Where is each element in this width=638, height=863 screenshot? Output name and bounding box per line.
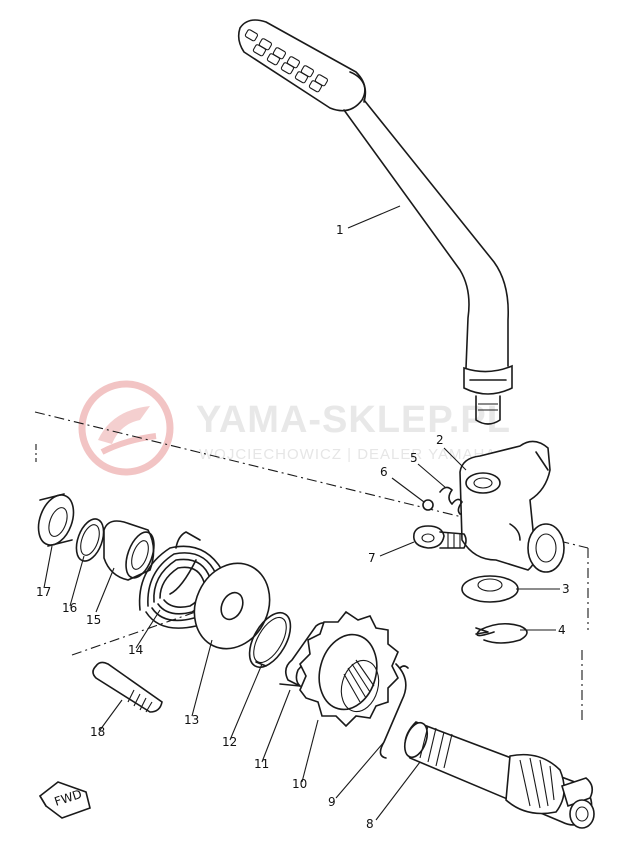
washer-16 (75, 518, 105, 562)
callout-4: 4 (558, 623, 566, 637)
fwd-arrow: FWD (38, 781, 91, 819)
circlip-12 (248, 612, 292, 668)
kick-axle-8 (403, 721, 595, 829)
circlip-4 (475, 622, 528, 644)
callout-6: 6 (380, 465, 388, 479)
ball-6 (422, 499, 434, 511)
pin-18 (92, 661, 163, 713)
callout-labels: 1 2 3 4 5 6 7 8 9 10 11 12 13 14 15 16 1… (36, 223, 570, 831)
callout-9: 9 (328, 795, 336, 809)
spring-5 (439, 486, 463, 515)
callout-12: 12 (222, 735, 237, 749)
clip-9 (379, 663, 409, 759)
callout-5: 5 (410, 451, 418, 465)
watermark-title: YAMA-SKLEP.PL (196, 399, 511, 441)
callout-14: 14 (128, 643, 143, 657)
ratchet-gear-10 (299, 610, 399, 728)
callout-8: 8 (366, 817, 374, 831)
spring-guide-15 (103, 520, 155, 581)
callout-16: 16 (62, 601, 77, 615)
watermark-subtitle: WOJCIECHOWICZ | DEALER YAMAHA (199, 446, 496, 463)
watermark: YAMA-SKLEP.PL WOJCIECHOWICZ | DEALER YAM… (78, 380, 511, 476)
callout-7: 7 (368, 551, 376, 565)
washer-3 (461, 575, 519, 603)
kick-crank (237, 19, 513, 425)
kick-boss (459, 440, 565, 573)
watermark-logo (78, 380, 174, 476)
bolt-7 (412, 525, 467, 549)
callout-10: 10 (292, 777, 307, 791)
callout-11: 11 (254, 757, 269, 771)
callout-18: 18 (90, 725, 105, 739)
oil-seal-17 (37, 493, 75, 547)
callout-3: 3 (562, 582, 570, 596)
leader-lines (43, 205, 560, 821)
spring-cover-13 (193, 562, 271, 650)
callout-2: 2 (436, 433, 444, 447)
callout-17: 17 (36, 585, 51, 599)
callout-1: 1 (336, 223, 344, 237)
callout-15: 15 (86, 613, 101, 627)
callout-13: 13 (184, 713, 199, 727)
